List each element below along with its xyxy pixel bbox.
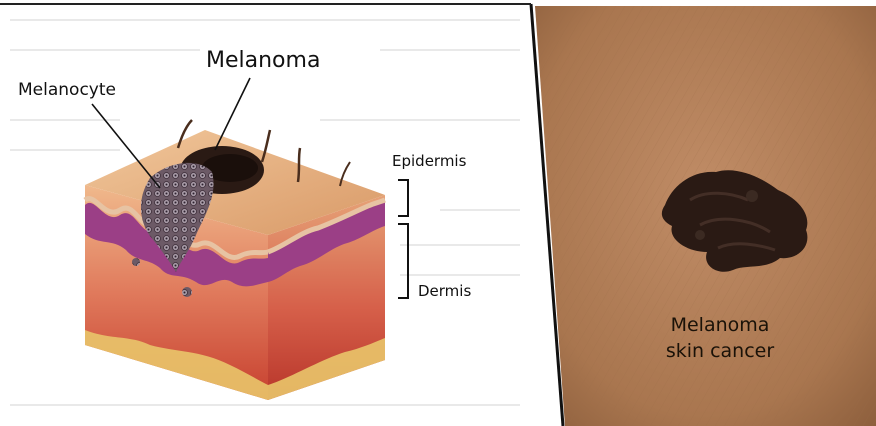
photo-caption-line2: skin cancer — [640, 338, 800, 364]
melanoma-callout-line — [215, 78, 250, 150]
photo-caption-line1: Melanoma — [640, 312, 800, 338]
dermis-label: Dermis — [418, 282, 471, 300]
skin-cross-section — [85, 120, 385, 400]
melanoma-label: Melanoma — [206, 48, 320, 73]
epidermis-bracket — [398, 180, 408, 216]
melanocyte-label: Melanocyte — [18, 80, 116, 100]
photo-caption: Melanoma skin cancer — [640, 312, 800, 364]
dermis-bracket — [398, 224, 408, 298]
epidermis-label: Epidermis — [392, 152, 466, 170]
